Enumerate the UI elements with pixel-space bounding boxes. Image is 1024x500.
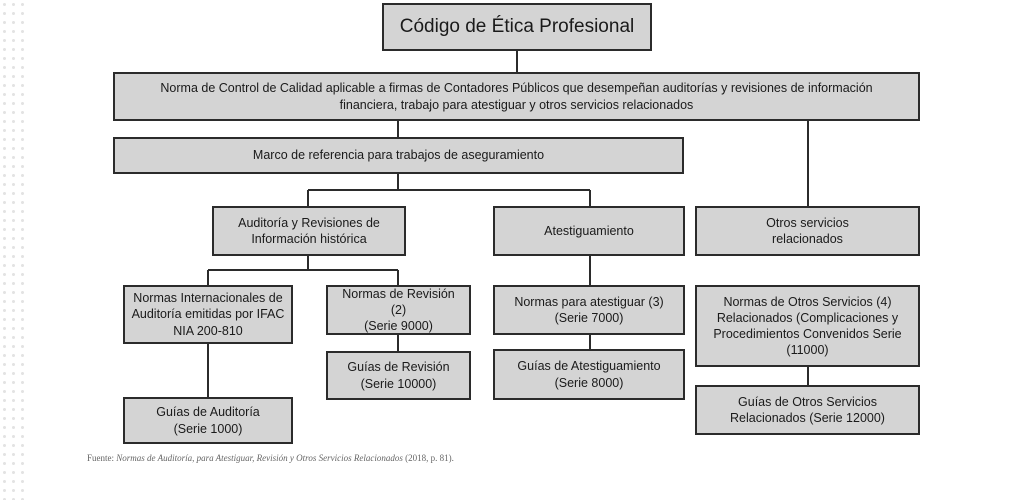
other-services-text: Otros servicios relacionados bbox=[766, 215, 849, 246]
attest-standards-text: Normas para atestiguar (3) (Serie 7000) bbox=[514, 294, 664, 325]
review-guides-text: Guías de Revisión (Serie 10000) bbox=[347, 360, 450, 391]
dotted-decoration bbox=[0, 0, 26, 500]
framework-text: Marco de referencia para trabajos de ase… bbox=[252, 148, 545, 163]
review-standards-box: Normas de Revisión (2) (Serie 9000) bbox=[326, 285, 471, 335]
audit-guides-box: Guías de Auditoría (Serie 1000) bbox=[123, 397, 293, 444]
attest-guides-box: Guías de Atestiguamiento (Serie 8000) bbox=[493, 349, 685, 400]
other-standards-box: Normas de Otros Servicios (4) Relacionad… bbox=[695, 285, 920, 367]
review-guides-box: Guías de Revisión (Serie 10000) bbox=[326, 351, 471, 400]
nia-text: Normas Internacionales de Auditoría emit… bbox=[131, 291, 285, 338]
attest-standards-box: Normas para atestiguar (3) (Serie 7000) bbox=[493, 285, 685, 335]
other-services-box: Otros servicios relacionados bbox=[695, 206, 920, 256]
other-standards-text: Normas de Otros Servicios (4) Relacionad… bbox=[713, 294, 902, 358]
audit-guides-text: Guías de Auditoría (Serie 1000) bbox=[156, 405, 260, 436]
source-title: Normas de Auditoría, para Atestiguar, Re… bbox=[116, 453, 403, 463]
attestation-box: Atestiguamiento bbox=[493, 206, 685, 256]
source-suffix: (2018, p. 81). bbox=[402, 453, 454, 463]
source-note: Fuente: Normas de Auditoría, para Atesti… bbox=[87, 453, 454, 463]
nia-box: Normas Internacionales de Auditoría emit… bbox=[123, 285, 293, 344]
other-guides-text: Guías de Otros Servicios Relacionados (S… bbox=[730, 394, 885, 425]
other-guides-box: Guías de Otros Servicios Relacionados (S… bbox=[695, 385, 920, 435]
attest-guides-text: Guías de Atestiguamiento (Serie 8000) bbox=[517, 359, 661, 390]
attestation-text: Atestiguamiento bbox=[544, 223, 634, 238]
audit-reviews-box: Auditoría y Revisiones de Información hi… bbox=[212, 206, 406, 256]
source-prefix: Fuente: bbox=[87, 453, 117, 463]
title-box: Código de Ética Profesional bbox=[382, 3, 652, 51]
framework-box: Marco de referencia para trabajos de ase… bbox=[113, 137, 684, 174]
review-standards-text: Normas de Revisión (2) (Serie 9000) bbox=[342, 286, 455, 334]
audit-reviews-text: Auditoría y Revisiones de Información hi… bbox=[238, 215, 380, 246]
title-text: Código de Ética Profesional bbox=[399, 15, 635, 37]
quality-control-text: Norma de Control de Calidad aplicable a … bbox=[160, 81, 873, 112]
quality-control-box: Norma de Control de Calidad aplicable a … bbox=[113, 72, 920, 121]
